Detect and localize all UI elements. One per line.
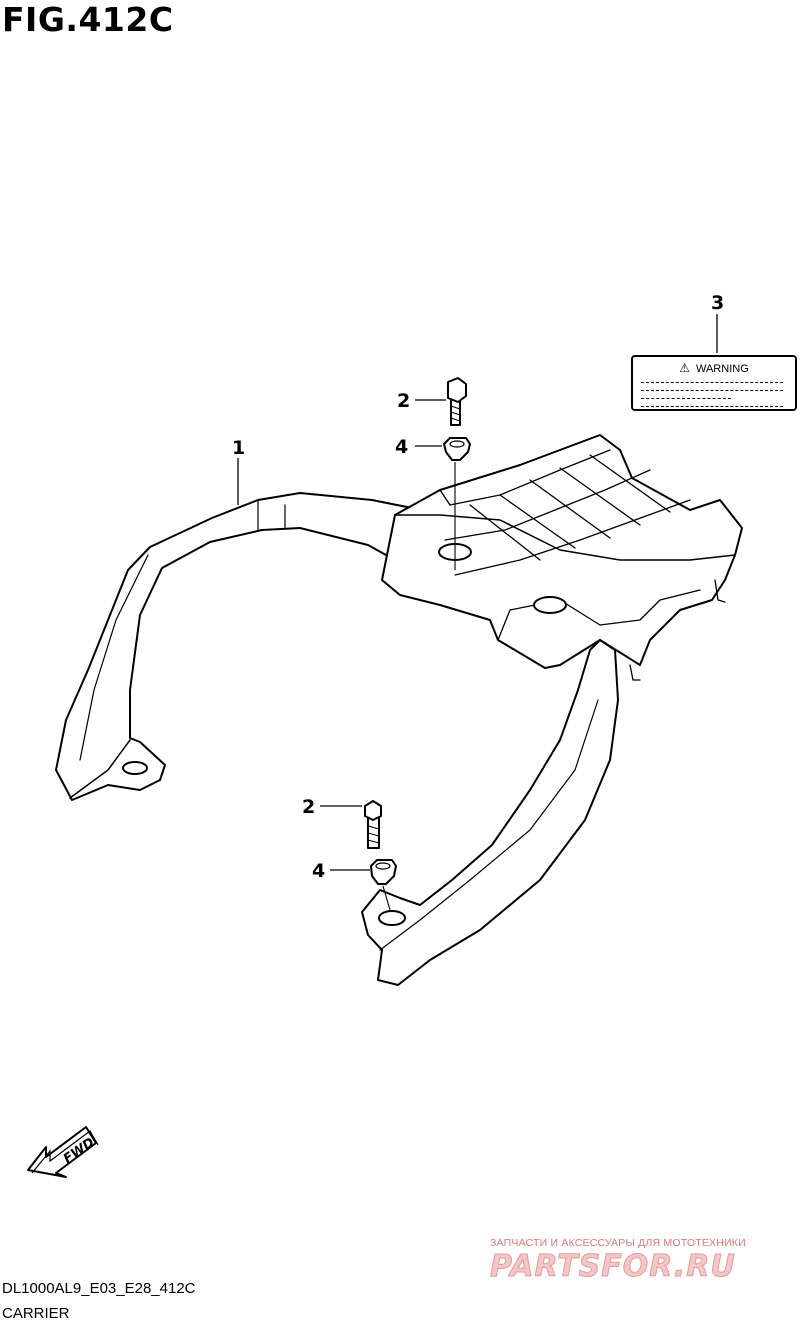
figure-title: FIG.412C <box>2 0 174 39</box>
callout-2-bottom: 2 <box>302 796 316 818</box>
callout-2-top: 2 <box>397 390 411 412</box>
fwd-arrow-icon: FWD <box>26 1115 106 1185</box>
watermark-brand: PARTSFOR.RU <box>490 1249 736 1285</box>
warning-label-heading: WARNING <box>696 363 749 375</box>
warning-label: ⚠ WARNING <box>631 355 797 411</box>
model-code: DL1000AL9_E03_E28_412C <box>2 1280 196 1297</box>
callout-1: 1 <box>232 437 246 459</box>
carrier-left-arm <box>55 492 413 801</box>
callout-3: 3 <box>711 292 725 314</box>
callout-4-bottom: 4 <box>312 860 326 882</box>
warning-triangle-icon: ⚠ <box>679 361 690 375</box>
carrier-rack-plate <box>381 434 743 669</box>
carrier-right-arm <box>361 639 619 986</box>
callout-4-top: 4 <box>395 436 409 458</box>
watermark: ЗАПЧАСТИ И АКСЕССУАРЫ ДЛЯ МОТОТЕХНИКИ PA… <box>490 1237 790 1285</box>
watermark-tagline: ЗАПЧАСТИ И АКСЕССУАРЫ ДЛЯ МОТОТЕХНИКИ <box>490 1237 746 1249</box>
bolt-top <box>447 377 467 426</box>
section-name: CARRIER <box>2 1305 70 1322</box>
